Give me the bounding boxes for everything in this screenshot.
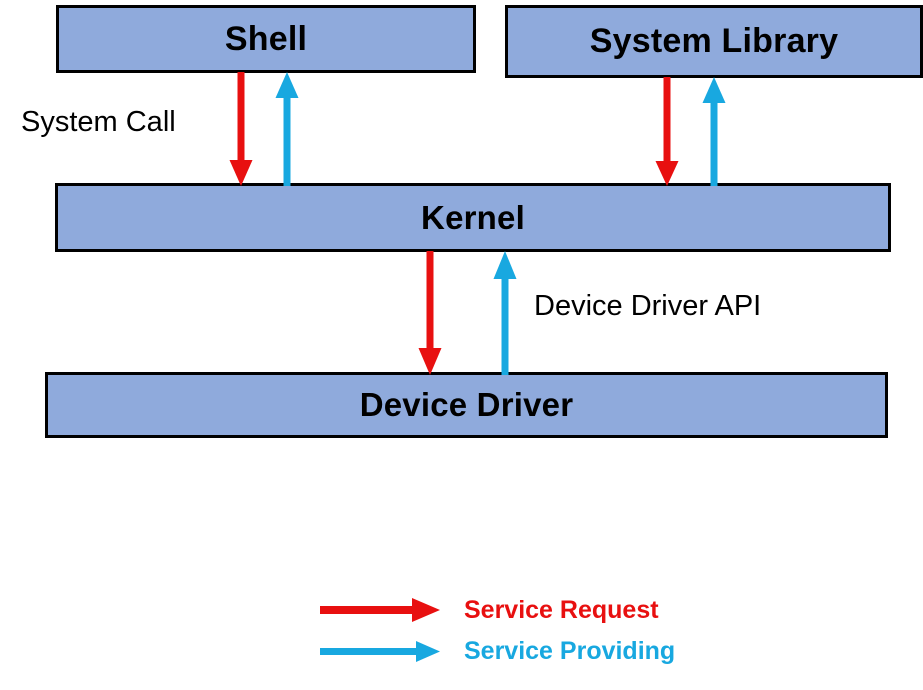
legend: Service Request Service Providing (320, 592, 740, 676)
arrow-kernel-to-shell-providing (275, 72, 299, 186)
layer-label-system-library: System Library (589, 22, 839, 60)
layer-label-device-driver: Device Driver (359, 386, 574, 423)
layer-label-kernel: Kernel (421, 198, 525, 236)
arrow-kernel-to-system-library-providing (702, 77, 726, 186)
legend-label-service-providing: Service Providing (464, 636, 676, 665)
annotation-device-driver-api: Device Driver API (534, 290, 762, 322)
legend-item-service-request: Service Request (320, 592, 659, 628)
arrow-device-driver-to-kernel-providing (493, 251, 517, 375)
layer-box-system-library: System Library (505, 5, 923, 78)
layer-box-kernel: Kernel (55, 183, 891, 252)
arrow-system-library-to-kernel-request (655, 77, 679, 186)
arrow-right-icon (320, 598, 440, 622)
arrow-right-icon (320, 641, 440, 662)
legend-label-service-request: Service Request (464, 595, 659, 624)
arrow-kernel-to-device-driver-request (418, 251, 442, 375)
arrow-shell-to-kernel-request (229, 72, 253, 186)
annotation-system-call: System Call (21, 106, 176, 138)
layer-box-device-driver: Device Driver (45, 372, 888, 438)
layer-box-shell: Shell (56, 5, 476, 73)
layer-label-shell: Shell (224, 19, 308, 58)
legend-item-service-providing: Service Providing (320, 633, 675, 669)
